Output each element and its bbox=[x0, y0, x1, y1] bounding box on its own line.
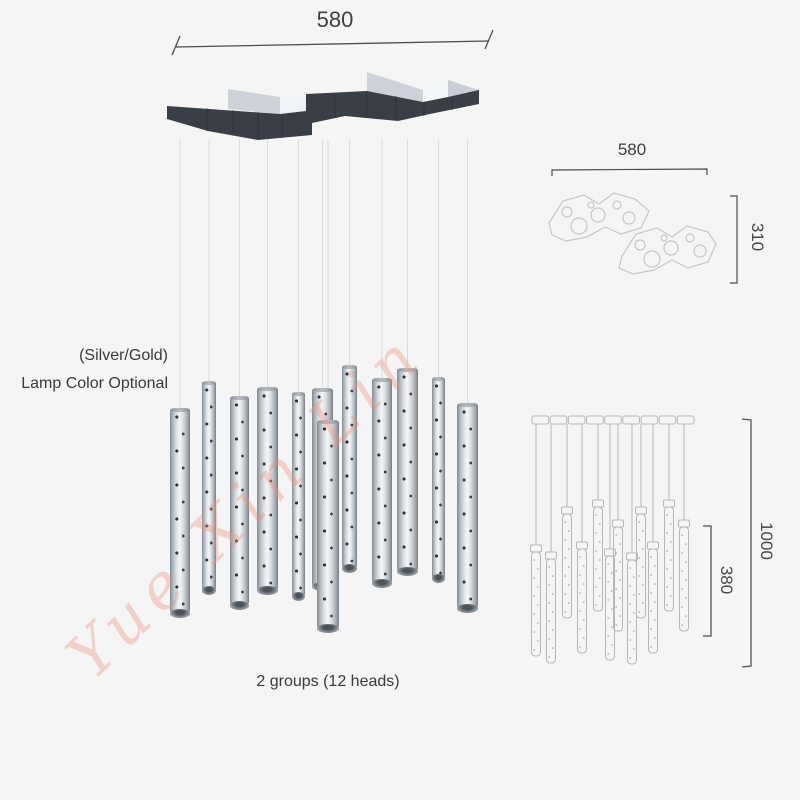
pendant-tube bbox=[432, 377, 445, 583]
pendant-tube bbox=[372, 378, 392, 588]
schematic-pendant bbox=[635, 424, 647, 619]
schematic-pendant bbox=[663, 424, 675, 612]
schematic-pendant bbox=[592, 424, 604, 612]
finish-note-line2: Lamp Color Optional bbox=[21, 375, 168, 392]
configuration-note: 2 groups (12 heads) bbox=[256, 673, 400, 690]
tube-length-value: 380 bbox=[717, 565, 736, 595]
finish-note: (Silver/Gold) Lamp Color Optional bbox=[8, 342, 168, 398]
suspension-wires bbox=[179, 140, 468, 422]
pendant-tube bbox=[257, 387, 278, 595]
pendant-tube bbox=[230, 396, 249, 610]
plan-depth-dimension bbox=[730, 195, 738, 284]
schematic-pendant bbox=[678, 424, 690, 632]
plan-width-value: 580 bbox=[617, 140, 647, 159]
ceiling-canopy-3d bbox=[167, 72, 479, 140]
tube-length-dimension bbox=[703, 525, 712, 637]
schematic-pendant bbox=[647, 424, 659, 654]
schematic-pendant bbox=[530, 424, 542, 657]
plan-width-dimension bbox=[551, 168, 708, 176]
schematic-pendant bbox=[545, 424, 557, 664]
plan-depth-value: 310 bbox=[748, 222, 767, 252]
schematic-pendant bbox=[561, 424, 573, 619]
schematic-pendant bbox=[604, 424, 616, 661]
pendant-tube bbox=[457, 403, 478, 613]
pendant-tube bbox=[202, 381, 216, 595]
pendant-tube bbox=[317, 420, 339, 633]
finish-note-line1: (Silver/Gold) bbox=[79, 347, 168, 364]
canopy-plan-view bbox=[548, 192, 717, 275]
schematic-pendant bbox=[612, 424, 624, 632]
pendant-tube bbox=[397, 368, 418, 576]
pendant-tube bbox=[292, 392, 305, 601]
overall-drop-dimension bbox=[741, 418, 752, 668]
overall-drop-value: 1000 bbox=[757, 522, 776, 560]
pendant-line-drawing bbox=[530, 415, 695, 665]
schematic-pendant bbox=[576, 424, 588, 654]
pendant-tube bbox=[170, 408, 190, 618]
canopy-width-dimension bbox=[171, 29, 494, 56]
pendant-tube bbox=[342, 365, 357, 573]
canopy-width-value: 580 bbox=[316, 7, 354, 32]
